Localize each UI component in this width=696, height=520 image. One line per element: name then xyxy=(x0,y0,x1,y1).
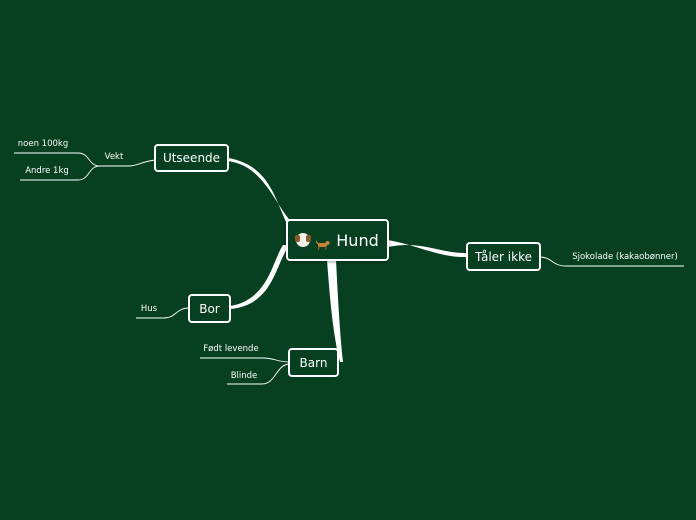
topic-utseende-label: Utseende xyxy=(162,151,221,165)
topic-bor[interactable]: Bor xyxy=(188,294,231,323)
topic-bor-label: Bor xyxy=(199,301,220,316)
branch-utseende xyxy=(228,158,295,226)
leaf-hus[interactable]: Hus xyxy=(140,304,158,314)
leaf-blinde[interactable]: Blinde xyxy=(230,371,258,381)
topic-taler-ikke-label: Tåler ikke xyxy=(475,249,532,264)
leaf-fodt-levende[interactable]: Født levende xyxy=(203,344,259,354)
topic-barn-label: Barn xyxy=(299,355,328,370)
dog-face-icon xyxy=(295,233,312,247)
topic-utseende[interactable]: Utseende xyxy=(154,144,229,172)
topic-barn[interactable]: Barn xyxy=(288,348,339,377)
leaf-andre-1kg[interactable]: Andre 1kg xyxy=(25,166,69,176)
branch-taler-ikke xyxy=(388,240,468,258)
topic-taler-ikke[interactable]: Tåler ikke xyxy=(466,242,541,271)
dog-icon xyxy=(315,235,330,250)
leaf-connectors xyxy=(14,152,684,385)
branch-bor xyxy=(230,245,290,309)
leaf-noen-100kg[interactable]: noen 100kg xyxy=(17,139,69,149)
branch-barn xyxy=(327,260,343,362)
leaf-vekt[interactable]: Vekt xyxy=(104,152,124,162)
leaf-sjokolade[interactable]: Sjokolade (kakaobønner) xyxy=(572,252,678,262)
root-node-hund[interactable]: Hund xyxy=(286,219,389,261)
root-label: Hund xyxy=(336,230,379,250)
